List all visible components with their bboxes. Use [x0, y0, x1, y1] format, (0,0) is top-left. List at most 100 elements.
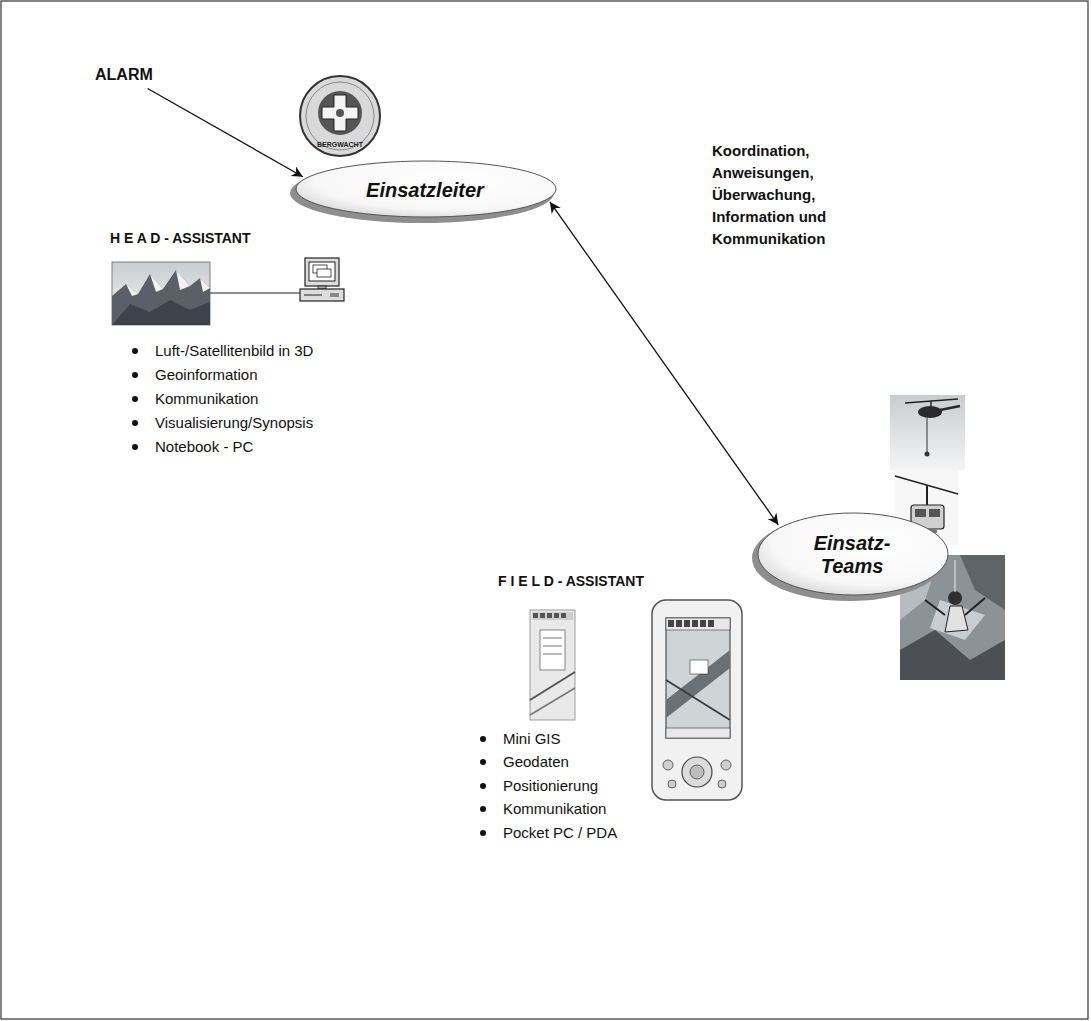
pda-device-part	[666, 650, 730, 718]
feature-item: Positionierung	[503, 777, 598, 794]
pda-device-part	[666, 728, 730, 738]
screenshot-thumbnail-part	[547, 613, 552, 618]
bergwacht-logo	[300, 76, 380, 156]
aerial-photo-part	[126, 284, 138, 296]
bullet-item: Geoinformation	[155, 366, 258, 384]
bullet-dot	[132, 444, 138, 450]
node-label: Einsatzleiter	[366, 179, 484, 202]
bullet-dot	[480, 736, 486, 742]
node-label: ALARM	[95, 66, 153, 84]
pda-device-part	[666, 618, 730, 738]
computer-icon-part	[300, 289, 344, 301]
pda-device	[652, 600, 742, 800]
bullet-dot	[480, 806, 486, 812]
climbing-photo-part	[948, 591, 962, 605]
aerial-photo-part	[200, 278, 210, 292]
feature-item: Visualisierung/Synopsis	[155, 414, 313, 431]
connector-arrow	[550, 202, 778, 525]
feature-item: Geodaten	[503, 753, 569, 770]
computer-icon-part	[309, 262, 335, 281]
feature-item: Mini GIS	[503, 730, 561, 747]
pda-device-part	[718, 780, 726, 788]
screenshot-thumbnail-part	[530, 610, 575, 720]
bullet-dot	[132, 420, 138, 426]
climbing-photo-part	[955, 560, 956, 592]
screenshot-thumbnail-part	[540, 630, 565, 670]
feature-item: Luft-/Satellitenbild in 3D	[155, 342, 313, 359]
feature-item: Notebook - PC	[155, 438, 253, 455]
aerial-photo-part	[176, 270, 190, 290]
bullet-item: Positionierung	[503, 777, 598, 795]
pda-device-part	[721, 760, 731, 770]
pda-device-part	[652, 600, 742, 800]
aerial-photo-part	[112, 262, 210, 325]
helicopter-photo-part	[890, 395, 965, 470]
computer-icon-part	[317, 269, 331, 277]
screenshot-thumbnail	[530, 610, 575, 720]
climbing-photo-part	[965, 598, 985, 615]
helicopter-photo-part	[918, 406, 942, 418]
screenshot-thumbnail-part	[543, 654, 562, 655]
ellipse-face	[296, 161, 556, 217]
computer-icon-part	[330, 293, 339, 297]
climbing-photo-part	[945, 606, 968, 632]
aerial-photo-part	[150, 274, 163, 292]
aerial-photo-part	[112, 300, 210, 325]
bullet-dot	[132, 396, 138, 402]
pda-device-part	[684, 620, 690, 627]
computer-icon-part	[305, 258, 339, 286]
feature-item: Geoinformation	[155, 366, 258, 383]
pda-device-part	[690, 765, 704, 779]
bullet-item: Notebook - PC	[155, 438, 253, 456]
screenshot-thumbnail-part	[543, 638, 562, 639]
bullet-dot	[132, 372, 138, 378]
pda-device-part	[666, 618, 730, 630]
ellipse-face	[758, 513, 948, 595]
screenshot-thumbnail-part	[561, 613, 566, 618]
screenshot-thumbnail-part	[543, 646, 562, 647]
helicopter-photo-part	[925, 452, 930, 457]
bergwacht-logo-part	[336, 109, 344, 117]
gondola-photo-part	[926, 485, 928, 505]
bullet-dot	[132, 348, 138, 354]
bergwacht-logo-part	[322, 95, 358, 131]
gondola-photo-part	[915, 509, 926, 517]
pda-device-part	[700, 620, 706, 627]
node-label: Einsatz- Teams	[802, 532, 902, 578]
aerial-photo	[112, 262, 210, 325]
team-ellipse: Einsatz- Teams	[752, 509, 952, 601]
helicopter-photo-part	[940, 406, 960, 410]
feature-item: Pocket PC / PDA	[503, 824, 617, 841]
bullet-item: Visualisierung/Synopsis	[155, 414, 313, 432]
feature-item: Kommunikation	[155, 390, 258, 407]
helicopter-photo	[890, 395, 965, 470]
edge-label: Koordination, Anweisungen, Überwachung, …	[712, 140, 877, 250]
climbing-photo-part	[900, 630, 1005, 680]
bullet-dot	[480, 783, 486, 789]
bullet-item: Kommunikation	[155, 390, 258, 408]
pda-device-part	[708, 620, 714, 627]
bullet-item: Geodaten	[503, 753, 569, 771]
alarm-text: ALARM	[95, 66, 153, 84]
pda-device-part	[668, 620, 674, 627]
gondola-photo-part	[929, 509, 940, 517]
pda-device-part	[666, 680, 730, 720]
logo-text: BERGWACHT	[317, 141, 363, 148]
section-title: H E A D - ASSISTANT	[110, 230, 251, 246]
pda-device-part	[676, 620, 682, 627]
bergwacht-logo-part	[300, 76, 380, 156]
climbing-photo-part	[925, 600, 945, 615]
screenshot-thumbnail-part	[532, 612, 573, 620]
bullet-item: Kommunikation	[503, 800, 606, 818]
screenshot-thumbnail-part	[554, 613, 559, 618]
screenshot-thumbnail-part	[530, 672, 575, 700]
pda-device-part	[668, 780, 676, 788]
bullet-dot	[480, 830, 486, 836]
screenshot-thumbnail-part	[530, 688, 575, 715]
screenshot-thumbnail-part	[540, 613, 545, 618]
bullet-dot	[480, 759, 486, 765]
role-ellipse: Einsatzleiter	[290, 157, 560, 223]
